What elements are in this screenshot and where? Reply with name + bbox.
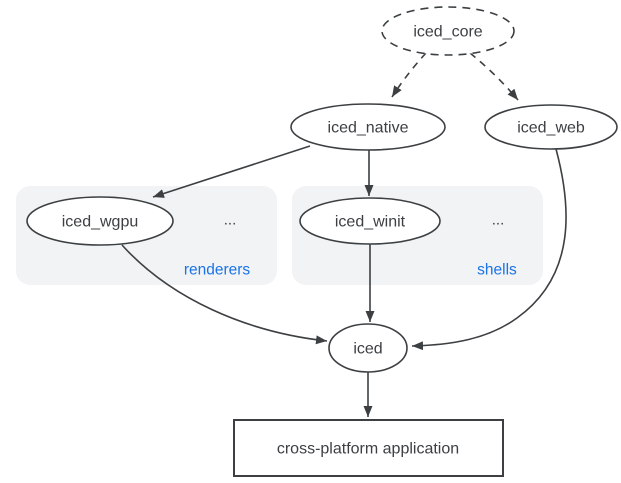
node-application bbox=[233, 419, 504, 477]
edge-iced-core-to-iced-web bbox=[469, 52, 519, 101]
edge-iced-web-to-iced bbox=[411, 148, 567, 351]
group-renderers-ellipsis: ... bbox=[224, 212, 237, 229]
node-iced-winit-label: iced_winit bbox=[335, 214, 406, 231]
edge-iced-native-to-iced-wgpu bbox=[152, 145, 311, 198]
group-renderers-label: renderers bbox=[184, 262, 251, 279]
group-shells-ellipsis: ... bbox=[492, 212, 505, 229]
node-iced-web-label: iced_web bbox=[517, 120, 585, 137]
node-iced-label: iced bbox=[353, 341, 382, 358]
node-iced-wgpu-label: iced_wgpu bbox=[62, 214, 139, 231]
node-iced-web bbox=[484, 104, 618, 150]
node-iced-core bbox=[381, 6, 515, 56]
edge-iced-wgpu-to-iced bbox=[121, 244, 328, 345]
group-shells-label: shells bbox=[477, 262, 517, 279]
node-iced bbox=[328, 323, 408, 373]
node-iced-winit bbox=[299, 197, 441, 245]
node-application-label: cross-platform application bbox=[277, 441, 459, 458]
node-iced-native bbox=[290, 103, 446, 151]
edge-iced-core-to-iced-native bbox=[391, 52, 427, 98]
node-iced-native-label: iced_native bbox=[328, 120, 409, 137]
node-iced-wgpu bbox=[26, 196, 174, 246]
node-iced-core-label: iced_core bbox=[413, 24, 482, 41]
